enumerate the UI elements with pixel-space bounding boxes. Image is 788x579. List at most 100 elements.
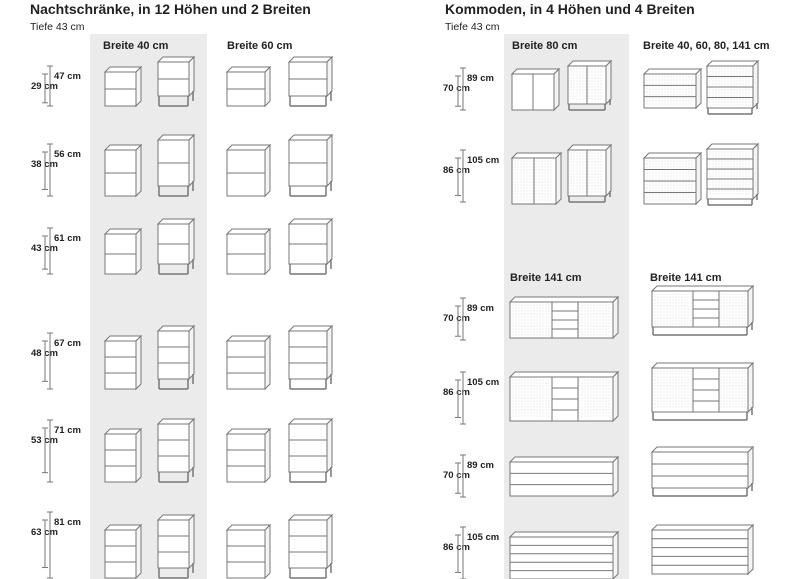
- right-r1-a-dot: [550, 175, 552, 177]
- right-r3-a-dot: [599, 397, 601, 399]
- right-r0-c-dot: [685, 97, 687, 99]
- right-r2-a-dot: [539, 313, 541, 315]
- right-r2-b-dot: [678, 320, 680, 322]
- right-r1-a-dot: [544, 199, 546, 201]
- right-r1-a-dot: [547, 160, 549, 162]
- right-r3-b-dot: [735, 385, 737, 387]
- right-r2-b-dot: [744, 296, 746, 298]
- right-r3-a-dot: [578, 397, 580, 399]
- right-r2-a-dot: [581, 334, 583, 336]
- right-r2-a-dot: [602, 304, 604, 306]
- right-r3-a-dot: [515, 385, 517, 387]
- right-r3-b-dot: [720, 379, 722, 381]
- right-r0-c-dot: [682, 103, 684, 105]
- right-r0-c-dot: [688, 97, 690, 99]
- right-r1-d-dot: [745, 163, 747, 165]
- right-r1-a-dot: [517, 166, 519, 168]
- right-r1-c-dot: [682, 199, 684, 201]
- right-r1-a-dot: [535, 199, 537, 201]
- right-r0-d-dot: [718, 83, 720, 85]
- right-r1-d-dot: [724, 166, 726, 168]
- right-r3-a-dot: [605, 385, 607, 387]
- right-r1-c-top: [642, 152, 703, 159]
- right-r1-a-dot: [535, 166, 537, 168]
- right-r1-d-dot: [748, 181, 750, 183]
- right-r1-a-dot: [532, 190, 534, 192]
- right-r1-d-dot: [733, 163, 735, 165]
- right-r0-d-dot: [721, 77, 723, 79]
- right-r3-b-dot: [687, 397, 689, 399]
- right-r3-b-dot: [657, 400, 659, 402]
- right-r1-c-dot: [685, 160, 687, 162]
- right-r1-c-dot: [661, 187, 663, 189]
- right-r1-c-dot: [649, 190, 651, 192]
- right-r1-a-dot: [544, 163, 546, 165]
- right-r2-b-dot: [735, 302, 737, 304]
- right-r0-c-dot: [685, 94, 687, 96]
- right-r3-a-dot: [593, 382, 595, 384]
- right-r3-b-dot: [657, 388, 659, 390]
- right-r2-b-dot: [675, 308, 677, 310]
- right-r2-b-dot: [663, 302, 665, 304]
- right-r3-a-dot: [527, 415, 529, 417]
- right-r3-a-dot: [521, 403, 523, 405]
- right-r1-b-dot: [573, 182, 575, 184]
- right-r0-d-dot: [748, 89, 750, 91]
- right-r1-b-dot: [597, 152, 599, 154]
- right-r2-b-dot: [738, 317, 740, 319]
- right-r3-b-dot: [660, 388, 662, 390]
- right-r2-b-dot: [723, 305, 725, 307]
- right-r2-a-dot: [542, 313, 544, 315]
- right-r1-a-dot: [523, 163, 525, 165]
- right-r0-d-dot: [736, 92, 738, 94]
- left-c2a-0-top: [225, 66, 272, 73]
- left-c1a-2-side: [135, 227, 142, 276]
- right-dim-inner-label-1: 86 cm: [443, 165, 470, 176]
- right-r2-b-dot: [729, 293, 731, 295]
- right-r0-d-dot: [712, 95, 714, 97]
- right-r0-d-dot: [715, 101, 717, 103]
- right-r0-d-dot: [718, 74, 720, 76]
- right-r3-b-dot: [663, 397, 665, 399]
- right-r3-b-dot: [729, 382, 731, 384]
- left-c1b-2-side: [188, 217, 195, 266]
- right-col4-header: Breite 141 cm: [650, 272, 722, 284]
- right-r3-a-dot: [512, 397, 514, 399]
- right-r0-d-dot: [748, 77, 750, 79]
- right-r1-a-dot: [544, 181, 546, 183]
- right-r2-b-dot: [681, 314, 683, 316]
- right-r3-a-dot: [578, 388, 580, 390]
- right-r2-a-dot: [548, 328, 550, 330]
- right-r3-b-dot: [744, 397, 746, 399]
- right-r1-b-dot: [600, 173, 602, 175]
- right-r1-d-dot: [742, 157, 744, 159]
- right-r1-b-dot: [573, 185, 575, 187]
- right-r3-a-dot: [536, 406, 538, 408]
- right-r1-a-dot: [544, 196, 546, 198]
- right-r2-a-dot: [608, 331, 610, 333]
- right-r3-b-dot: [675, 382, 677, 384]
- right-r3-a-dot: [590, 397, 592, 399]
- right-r1-b-dot: [588, 170, 590, 172]
- right-r2-a-dot: [590, 313, 592, 315]
- right-r3-a-dot: [596, 403, 598, 405]
- right-r2-a-dot: [590, 331, 592, 333]
- right-r0-c-dot: [691, 91, 693, 93]
- right-r3-b-dot: [678, 376, 680, 378]
- right-r1-d-dot: [733, 169, 735, 171]
- right-r1-c-dot: [667, 175, 669, 177]
- right-r1-c-dot: [679, 163, 681, 165]
- right-r1-d-dot: [730, 166, 732, 168]
- right-r3-b-dot: [732, 400, 734, 402]
- right-r3-b-dot: [663, 400, 665, 402]
- right-r0-d-dot: [724, 74, 726, 76]
- right-r0-b-dot: [585, 68, 587, 70]
- right-r0-d-dot: [709, 68, 711, 70]
- right-r2-b-dot: [732, 320, 734, 322]
- right-r0-c-dot: [688, 91, 690, 93]
- right-r1-c-dot: [664, 196, 666, 198]
- right-r3-b-dot: [720, 382, 722, 384]
- right-r2-b-dot: [657, 320, 659, 322]
- right-r3-a-dot: [548, 409, 550, 411]
- right-r3-b-dot: [663, 388, 665, 390]
